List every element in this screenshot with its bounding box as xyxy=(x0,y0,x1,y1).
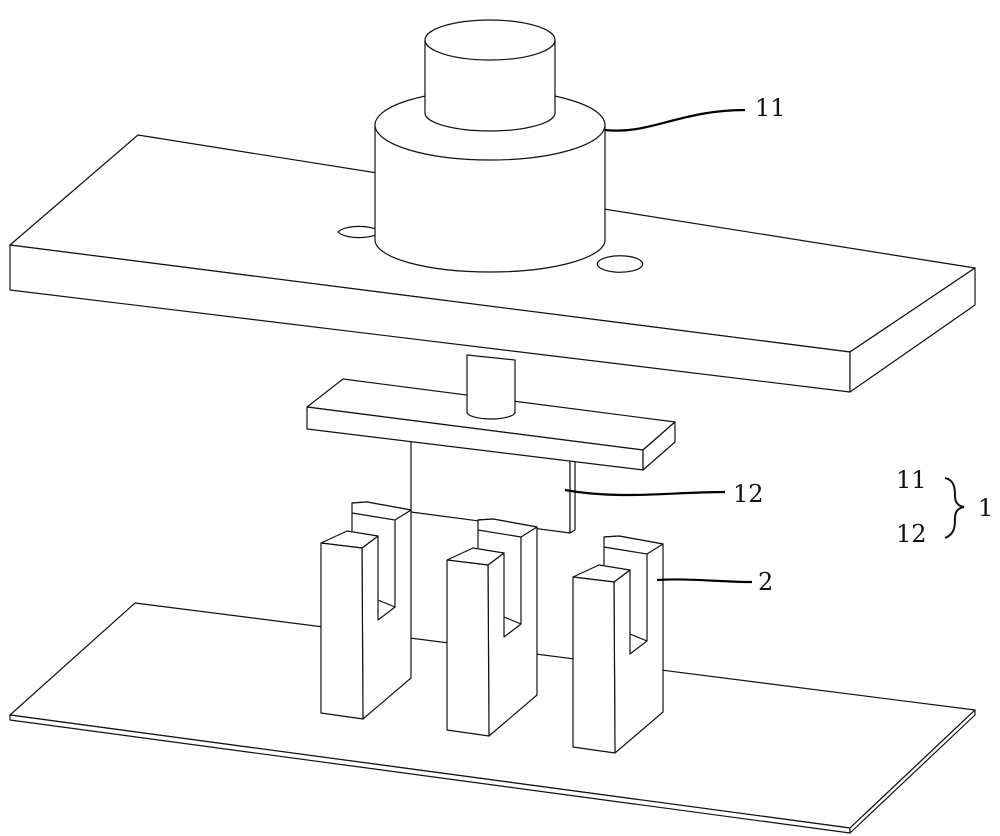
leader-12 xyxy=(564,488,726,497)
shaft xyxy=(466,354,516,420)
legend-label-12: 12 xyxy=(896,520,927,548)
leader-11 xyxy=(604,108,746,132)
u-clamp-1 xyxy=(320,501,412,720)
brace xyxy=(944,477,965,539)
slot-right xyxy=(596,255,644,273)
plate-12 xyxy=(410,439,576,534)
slot-left xyxy=(337,225,381,239)
motor-11 xyxy=(374,19,606,273)
label-11: 11 xyxy=(755,94,786,122)
u-clamp-3 xyxy=(572,535,664,754)
label-2: 2 xyxy=(758,568,774,596)
leader-2 xyxy=(656,578,753,584)
u-clamp-2 xyxy=(446,518,538,737)
legend-label-11: 11 xyxy=(896,466,927,494)
label-12: 12 xyxy=(733,480,764,508)
legend-label-1: 1 xyxy=(978,494,994,522)
